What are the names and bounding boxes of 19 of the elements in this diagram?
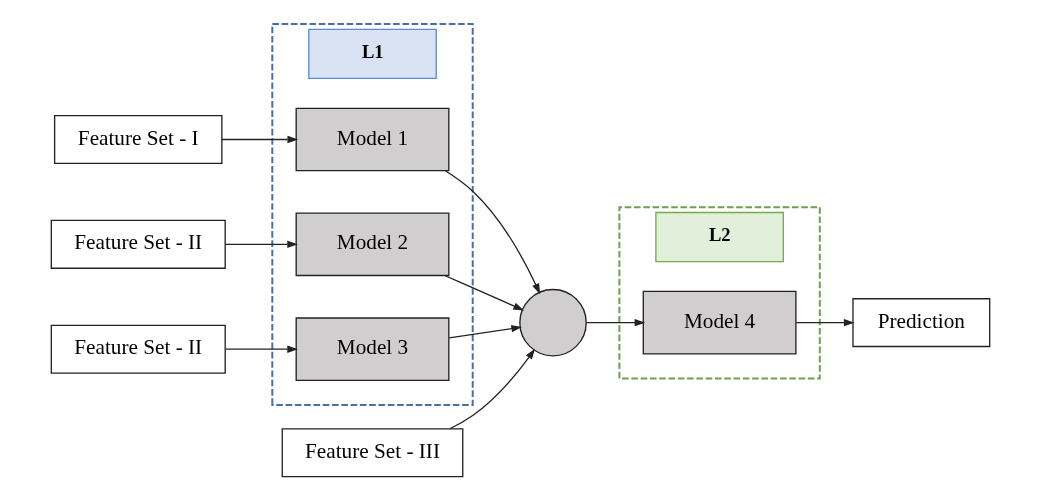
node-box: Feature Set - I	[53, 114, 223, 165]
node-box: Prediction	[852, 298, 991, 348]
node-box: Model 4	[642, 290, 797, 355]
arrow	[444, 170, 541, 295]
node-box: Model 1	[295, 107, 450, 172]
node-box: Feature Set - II	[50, 324, 226, 374]
arrow	[225, 345, 298, 353]
arrow	[585, 318, 646, 327]
arrow	[225, 240, 298, 249]
arrow	[448, 324, 522, 339]
node-box: Model 3	[295, 317, 450, 382]
node-box: Model 2	[295, 212, 450, 277]
node-box: Feature Set - III	[281, 428, 464, 478]
arrow	[795, 318, 855, 327]
node-circle	[519, 288, 587, 357]
arrow	[444, 275, 524, 311]
node-box: Feature Set - II	[50, 219, 226, 269]
arrow	[221, 135, 299, 144]
arrow	[449, 348, 536, 430]
